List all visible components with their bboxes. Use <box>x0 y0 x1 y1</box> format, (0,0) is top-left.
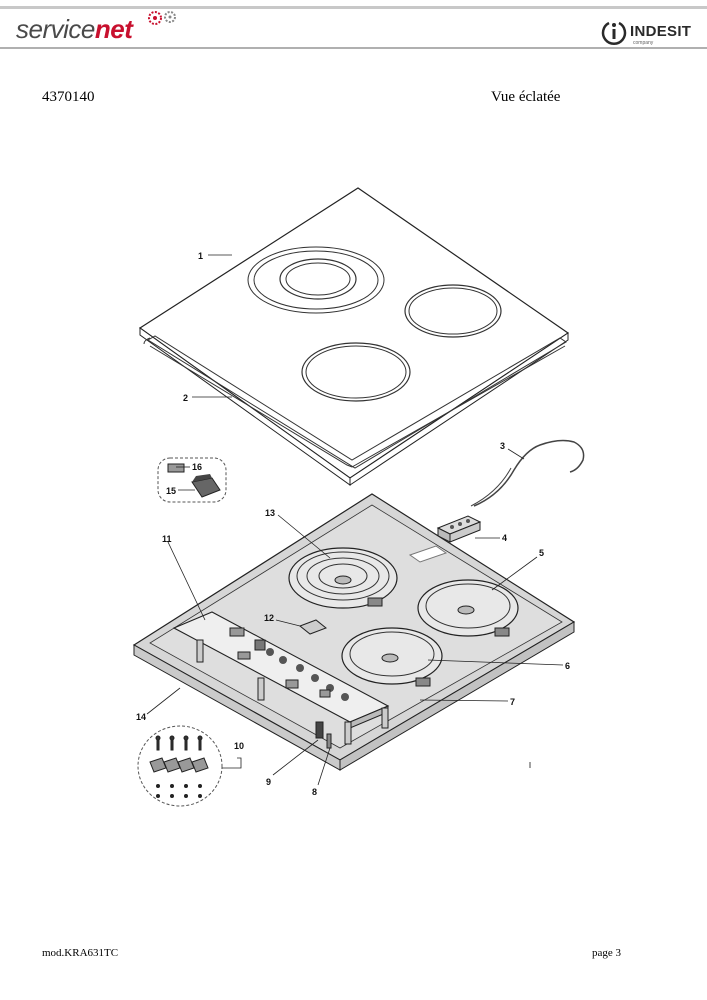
leader-lines <box>146 254 564 786</box>
view-title: Vue éclatée <box>491 89 561 105</box>
callout-12: 12 <box>264 613 274 623</box>
logo-text-service: service <box>16 14 95 44</box>
heating-element-rear-right <box>417 579 519 637</box>
footer-model: mod.KRA631TC <box>42 947 119 959</box>
servicenet-logo: servicenet <box>16 11 176 45</box>
thermal-limiter <box>299 619 327 635</box>
callout-1: 1 <box>198 251 203 261</box>
gasket-seal <box>143 335 567 469</box>
support-feet <box>196 639 389 745</box>
callout-6: 6 <box>565 661 570 671</box>
power-cable <box>473 439 585 507</box>
callout-9: 9 <box>266 777 271 787</box>
header-rule <box>0 47 707 49</box>
footer-page-number: page 3 <box>592 947 622 959</box>
callout-2: 2 <box>183 393 188 403</box>
callout-13: 13 <box>265 508 275 518</box>
callout-10: 10 <box>234 741 244 751</box>
callout-8: 8 <box>312 787 317 797</box>
callout-4: 4 <box>502 533 507 543</box>
fixing-kit-inset <box>137 725 223 807</box>
callout-3: 3 <box>500 441 505 451</box>
heating-element-front <box>341 627 443 687</box>
heating-element-rear-left <box>288 547 398 609</box>
callout-5: 5 <box>539 548 544 558</box>
callout-11: 11 <box>162 534 172 544</box>
callout-14: 14 <box>136 712 146 722</box>
detail-inset-15-16 <box>157 457 227 503</box>
indesit-logo: INDESIT company <box>600 20 691 51</box>
callout-7: 7 <box>510 697 515 707</box>
logo-text-net: net <box>94 14 133 44</box>
terminal-block <box>436 515 482 543</box>
top-rule <box>0 6 707 9</box>
callout-16: 16 <box>192 462 202 472</box>
indesit-i-icon <box>601 21 627 46</box>
lower-housing <box>132 493 576 771</box>
switch-part-9 <box>315 721 324 739</box>
indesit-subtitle: company <box>633 40 654 46</box>
screw-part-8 <box>326 733 332 749</box>
callout-15: 15 <box>166 486 176 496</box>
indesit-wordmark: INDESIT <box>630 23 692 40</box>
document-reference: 4370140 <box>42 89 95 105</box>
control-board <box>172 611 390 729</box>
gears-icon <box>148 11 176 25</box>
